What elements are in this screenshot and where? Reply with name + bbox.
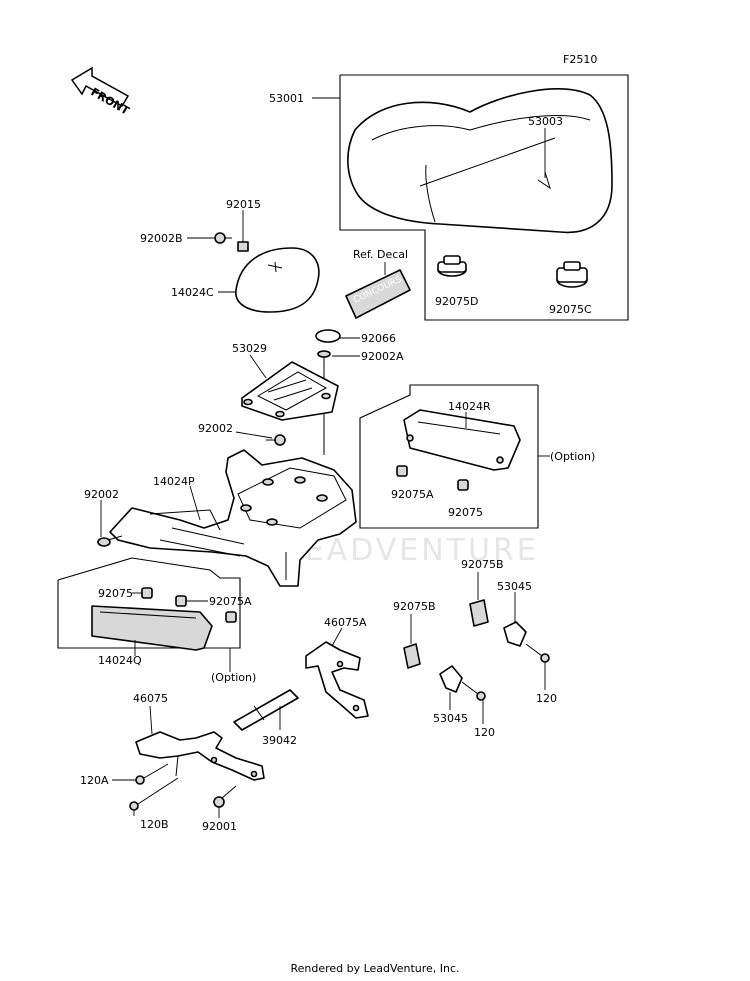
bolt-92002-left <box>97 535 123 547</box>
bolt-92001 <box>213 785 237 808</box>
cover-14024C <box>235 247 320 313</box>
part-label-92075A-left: 92075A <box>209 595 252 608</box>
bolt-120A <box>135 763 169 785</box>
footer-credit: Rendered by LeadVenture, Inc. <box>290 962 460 975</box>
part-label-53029: 53029 <box>232 342 267 355</box>
part-label-92002-left: 92002 <box>84 488 119 501</box>
part-label-53045-lower: 53045 <box>433 712 468 725</box>
decal-concours: CONCOURS <box>345 269 411 319</box>
bolt-120-right <box>525 643 550 663</box>
nut-92075-left <box>141 587 153 599</box>
holder-53045-lower <box>439 665 463 693</box>
nut-92075-right <box>457 479 469 491</box>
cap-92066 <box>315 329 341 343</box>
front-arrow-icon: FRONT <box>70 66 132 118</box>
part-label-14024Q: 14024Q <box>98 654 142 667</box>
bolt-92002B <box>214 232 232 244</box>
nut-92075-left-b <box>225 611 237 623</box>
part-label-92075B-right: 92075B <box>461 558 504 571</box>
part-label-92075B-middle: 92075B <box>393 600 436 613</box>
option-label-left: (Option) <box>211 671 256 684</box>
part-label-14024R: 14024R <box>448 400 491 413</box>
holder-53045-right <box>503 621 527 647</box>
part-label-14024C: 14024C <box>171 286 214 299</box>
rubber-92075B-middle <box>403 643 421 669</box>
part-label-14024P: 14024P <box>153 475 195 488</box>
grommet-92075D <box>437 255 467 277</box>
option-label-right: (Option) <box>550 450 595 463</box>
part-label-53001: 53001 <box>269 92 304 105</box>
grommet-92075C <box>556 261 588 288</box>
cover-14024Q <box>91 605 213 651</box>
rubber-92075B-right <box>469 599 489 627</box>
part-label-92002A: 92002A <box>361 350 404 363</box>
part-label-92075C: 92075C <box>549 303 592 316</box>
watermark: LEADVENTURE <box>285 533 539 568</box>
figure-code: F2510 <box>563 53 597 66</box>
part-label-92075A-right: 92075A <box>391 488 434 501</box>
bracket-46075 <box>135 731 265 781</box>
nut-92075A-left <box>175 595 187 607</box>
part-label-120-right: 120 <box>536 692 557 705</box>
part-label-120B: 120B <box>140 818 169 831</box>
nut-92015 <box>237 241 249 252</box>
rack-53029 <box>241 361 339 421</box>
part-label-92002B: 92002B <box>140 232 183 245</box>
part-label-120-lower: 120 <box>474 726 495 739</box>
part-label-120A: 120A <box>80 774 109 787</box>
nut-92075A-right <box>396 465 408 477</box>
bolt-92002-upper <box>266 434 286 446</box>
carrier-14024P <box>109 449 357 587</box>
seat-53001 <box>347 88 613 234</box>
part-label-92075-right: 92075 <box>448 506 483 519</box>
bolt-120-lower <box>461 681 486 701</box>
part-label-92015: 92015 <box>226 198 261 211</box>
part-label-ref-decal: Ref. Decal <box>353 248 408 261</box>
part-label-92066: 92066 <box>361 332 396 345</box>
part-label-92075-left: 92075 <box>98 587 133 600</box>
part-label-39042: 39042 <box>262 734 297 747</box>
part-label-92001: 92001 <box>202 820 237 833</box>
bracket-46075A <box>305 641 369 719</box>
part-label-92075D: 92075D <box>435 295 478 308</box>
part-label-53045-right: 53045 <box>497 580 532 593</box>
rod-39042 <box>233 689 299 731</box>
part-label-46075A: 46075A <box>324 616 367 629</box>
part-label-53003: 53003 <box>528 115 563 128</box>
part-label-46075: 46075 <box>133 692 168 705</box>
part-label-92002-upper: 92002 <box>198 422 233 435</box>
cover-14024R <box>403 409 521 471</box>
